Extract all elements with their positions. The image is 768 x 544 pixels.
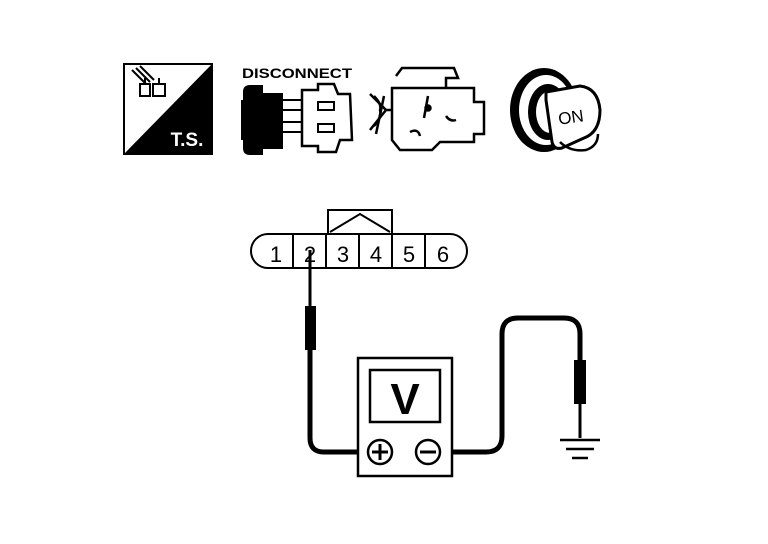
pin-label: 1 — [270, 242, 282, 267]
positive-terminal — [366, 438, 394, 466]
negative-probe-grip — [574, 360, 586, 404]
engine-icon — [369, 66, 486, 152]
voltmeter-label: V — [390, 375, 420, 424]
connector-glyph-icon — [131, 65, 166, 97]
disconnect-label: DISCONNECT — [242, 66, 353, 81]
negative-probe-lead — [440, 315, 586, 455]
ignition-key-on-icon: ON — [510, 68, 602, 152]
negative-terminal — [414, 438, 442, 466]
pin-label: 4 — [370, 242, 382, 267]
pin-label: 6 — [437, 242, 449, 267]
pin-label: 3 — [337, 242, 349, 267]
positive-probe-lead — [305, 250, 370, 455]
pin-label: 5 — [403, 242, 415, 267]
disconnect-icon: DISCONNECT — [241, 66, 354, 155]
key-on-label: ON — [557, 106, 585, 128]
trouble-shooting-icon: T.S. — [123, 63, 213, 155]
voltmeter-display — [368, 368, 442, 424]
positive-probe-grip — [305, 306, 316, 350]
ts-label: T.S. — [171, 130, 204, 151]
harness-connector: 1 2 3 4 5 6 — [250, 209, 468, 269]
voltmeter: V — [356, 356, 454, 478]
ground-icon — [560, 438, 600, 460]
